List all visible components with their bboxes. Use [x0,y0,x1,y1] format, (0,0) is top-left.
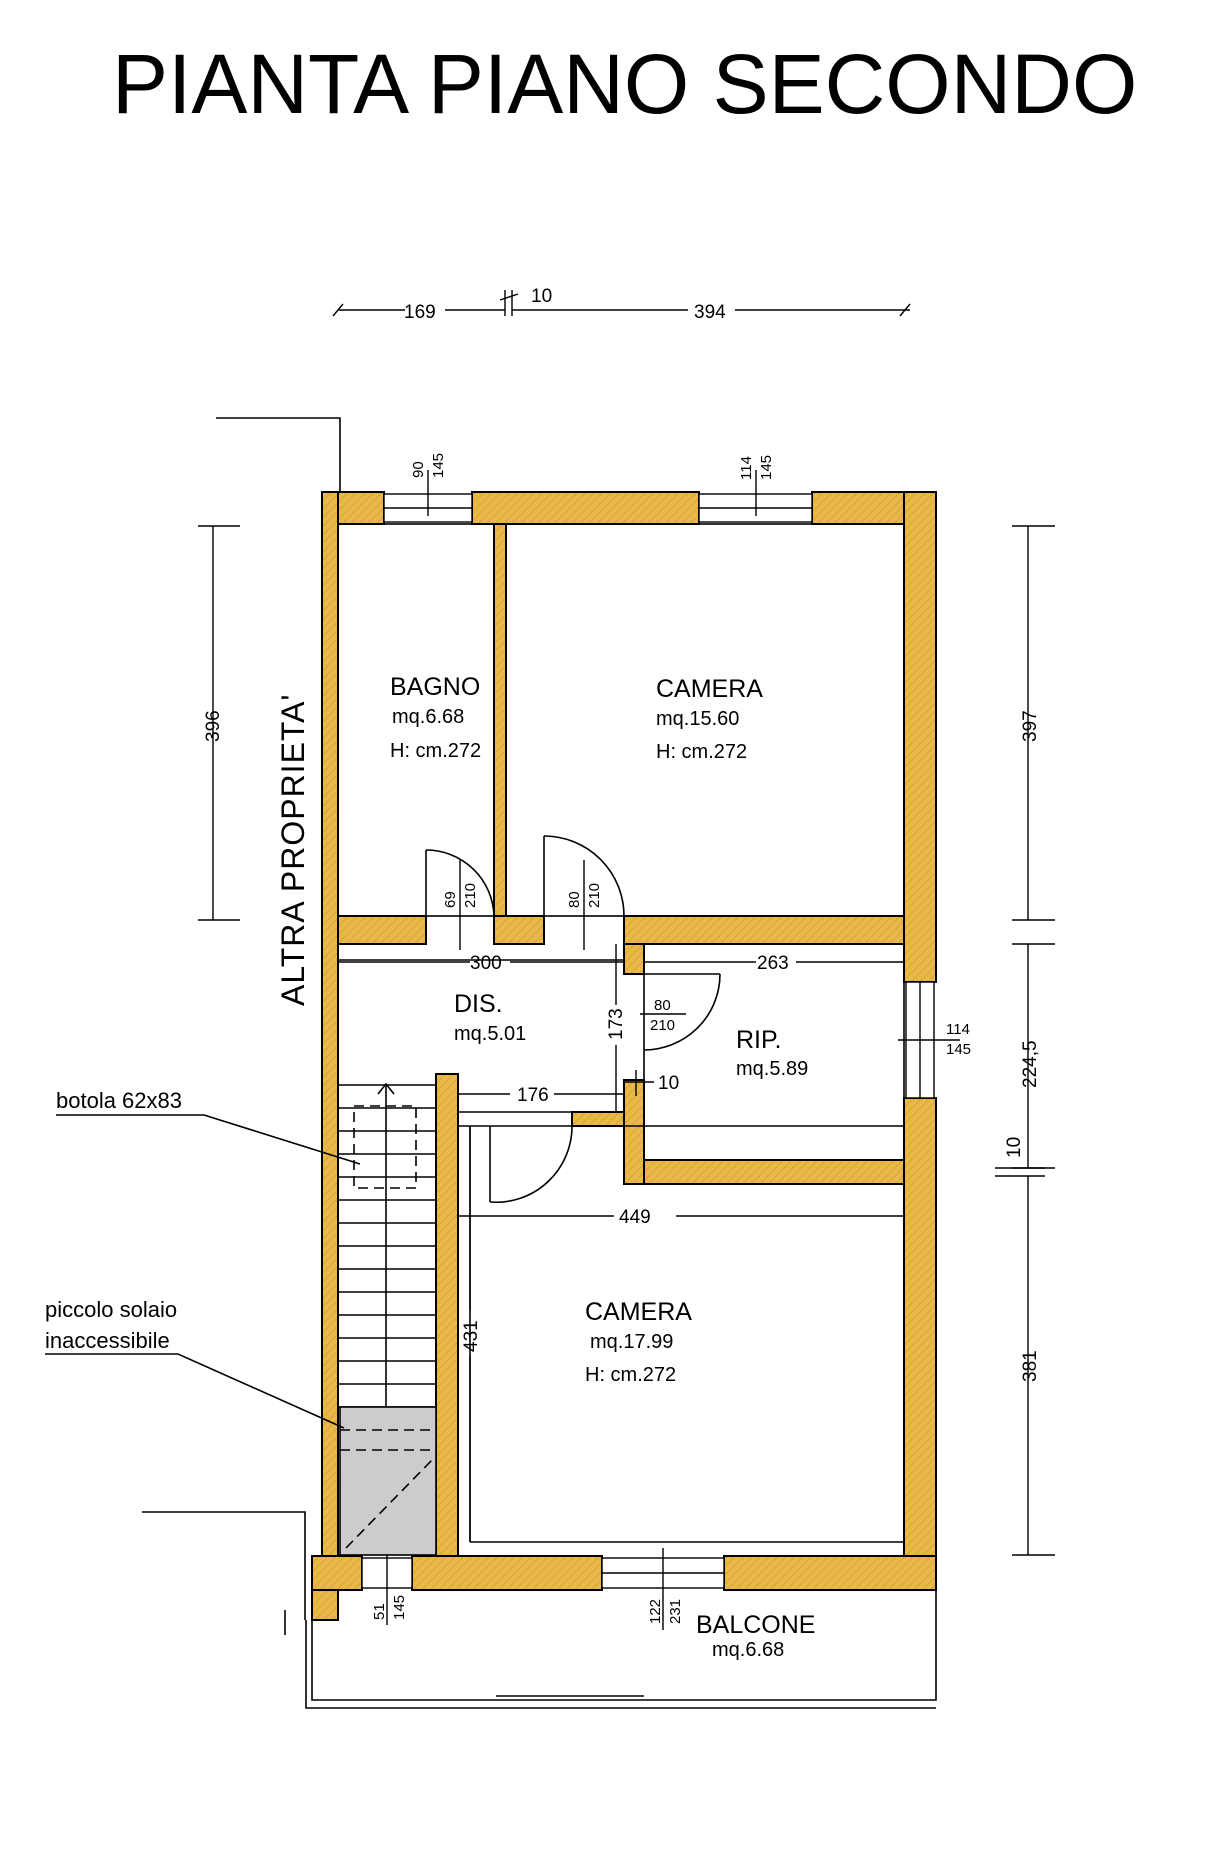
inaccessible-slab [339,1406,437,1556]
dim-10-top: 10 [531,286,552,307]
room-dis: DIS. mq.5.01 [454,990,526,1045]
room-name: CAMERA [656,675,763,703]
svg-text:231: 231 [667,1599,684,1624]
svg-text:263: 263 [757,953,789,974]
dim-224-5: 224,5 [1020,1040,1041,1088]
svg-text:90: 90 [410,461,427,478]
room-height: H: cm.272 [656,741,747,763]
internal-dimensions: 300 263 176 173 10 449 431 [338,944,904,1542]
svg-text:300: 300 [470,953,502,974]
room-name: RIP. [736,1026,781,1054]
svg-text:69: 69 [442,891,459,908]
doors [425,835,721,1204]
room-area: mq.15.60 [656,708,739,730]
trapdoor-outline [353,1105,417,1189]
annotation-text-line2: inaccessibile [45,1328,170,1353]
annotation-solaio: piccolo solaio inaccessibile [45,1297,345,1429]
room-area: mq.5.89 [736,1058,808,1080]
room-bagno: BAGNO mq.6.68 H: cm.272 [390,673,481,762]
room-name: BAGNO [390,673,480,701]
svg-text:173: 173 [606,1008,627,1040]
room-area: mq.6.68 [392,706,464,728]
left-dimension: 396 [198,525,240,921]
room-rip: RIP. mq.5.89 [736,1026,808,1080]
svg-text:80: 80 [654,997,671,1014]
annotation-text: botola 62x83 [56,1088,182,1113]
right-dimensions: 397 224,5 10 381 [995,525,1055,1556]
dim-10-right: 10 [1004,1137,1025,1158]
svg-text:114: 114 [946,1021,970,1038]
svg-text:80: 80 [566,891,583,908]
svg-text:114: 114 [738,456,755,480]
neighbor-outline [142,417,341,1635]
dim-381: 381 [1020,1350,1041,1382]
svg-text:210: 210 [462,883,479,908]
svg-text:145: 145 [391,1595,408,1620]
svg-text:122: 122 [647,1599,664,1624]
room-height: H: cm.272 [585,1364,676,1386]
room-camera-bottom: CAMERA mq.17.99 H: cm.272 [585,1298,692,1386]
dim-396: 396 [203,710,224,742]
plan-title: PIANTA PIANO SECONDO [112,37,1137,131]
room-name: BALCONE [696,1611,815,1639]
top-dimension: 169 10 394 [332,286,911,323]
staircase [338,1082,437,1556]
room-area: mq.5.01 [454,1023,526,1045]
room-camera-top: CAMERA mq.15.60 H: cm.272 [656,675,763,763]
dim-394: 394 [694,302,726,323]
opening-labels: 90 145 114 145 69 210 80 210 80 210 114 … [371,453,971,1630]
svg-text:51: 51 [371,1603,388,1620]
annotation-botola: botola 62x83 [56,1088,361,1165]
room-height: H: cm.272 [390,740,481,762]
neighbor-label: ALTRA PROPRIETA' [275,693,311,1006]
dim-169: 169 [404,302,436,323]
room-area: mq.17.99 [590,1331,673,1353]
room-balcone: BALCONE mq.6.68 [696,1611,815,1661]
annotation-text-line1: piccolo solaio [45,1297,177,1322]
svg-text:431: 431 [461,1320,482,1352]
room-name: DIS. [454,990,503,1018]
walls [311,491,937,1621]
dim-397: 397 [1020,710,1041,742]
room-area: mq.6.68 [712,1639,784,1661]
svg-text:145: 145 [946,1041,971,1058]
svg-text:176: 176 [517,1085,549,1106]
svg-text:449: 449 [619,1207,651,1228]
svg-text:145: 145 [430,453,447,478]
svg-text:210: 210 [586,883,603,908]
svg-text:210: 210 [650,1017,675,1034]
room-name: CAMERA [585,1298,692,1326]
balcony [305,1590,937,1709]
svg-text:145: 145 [758,455,775,480]
svg-text:10: 10 [658,1073,679,1094]
